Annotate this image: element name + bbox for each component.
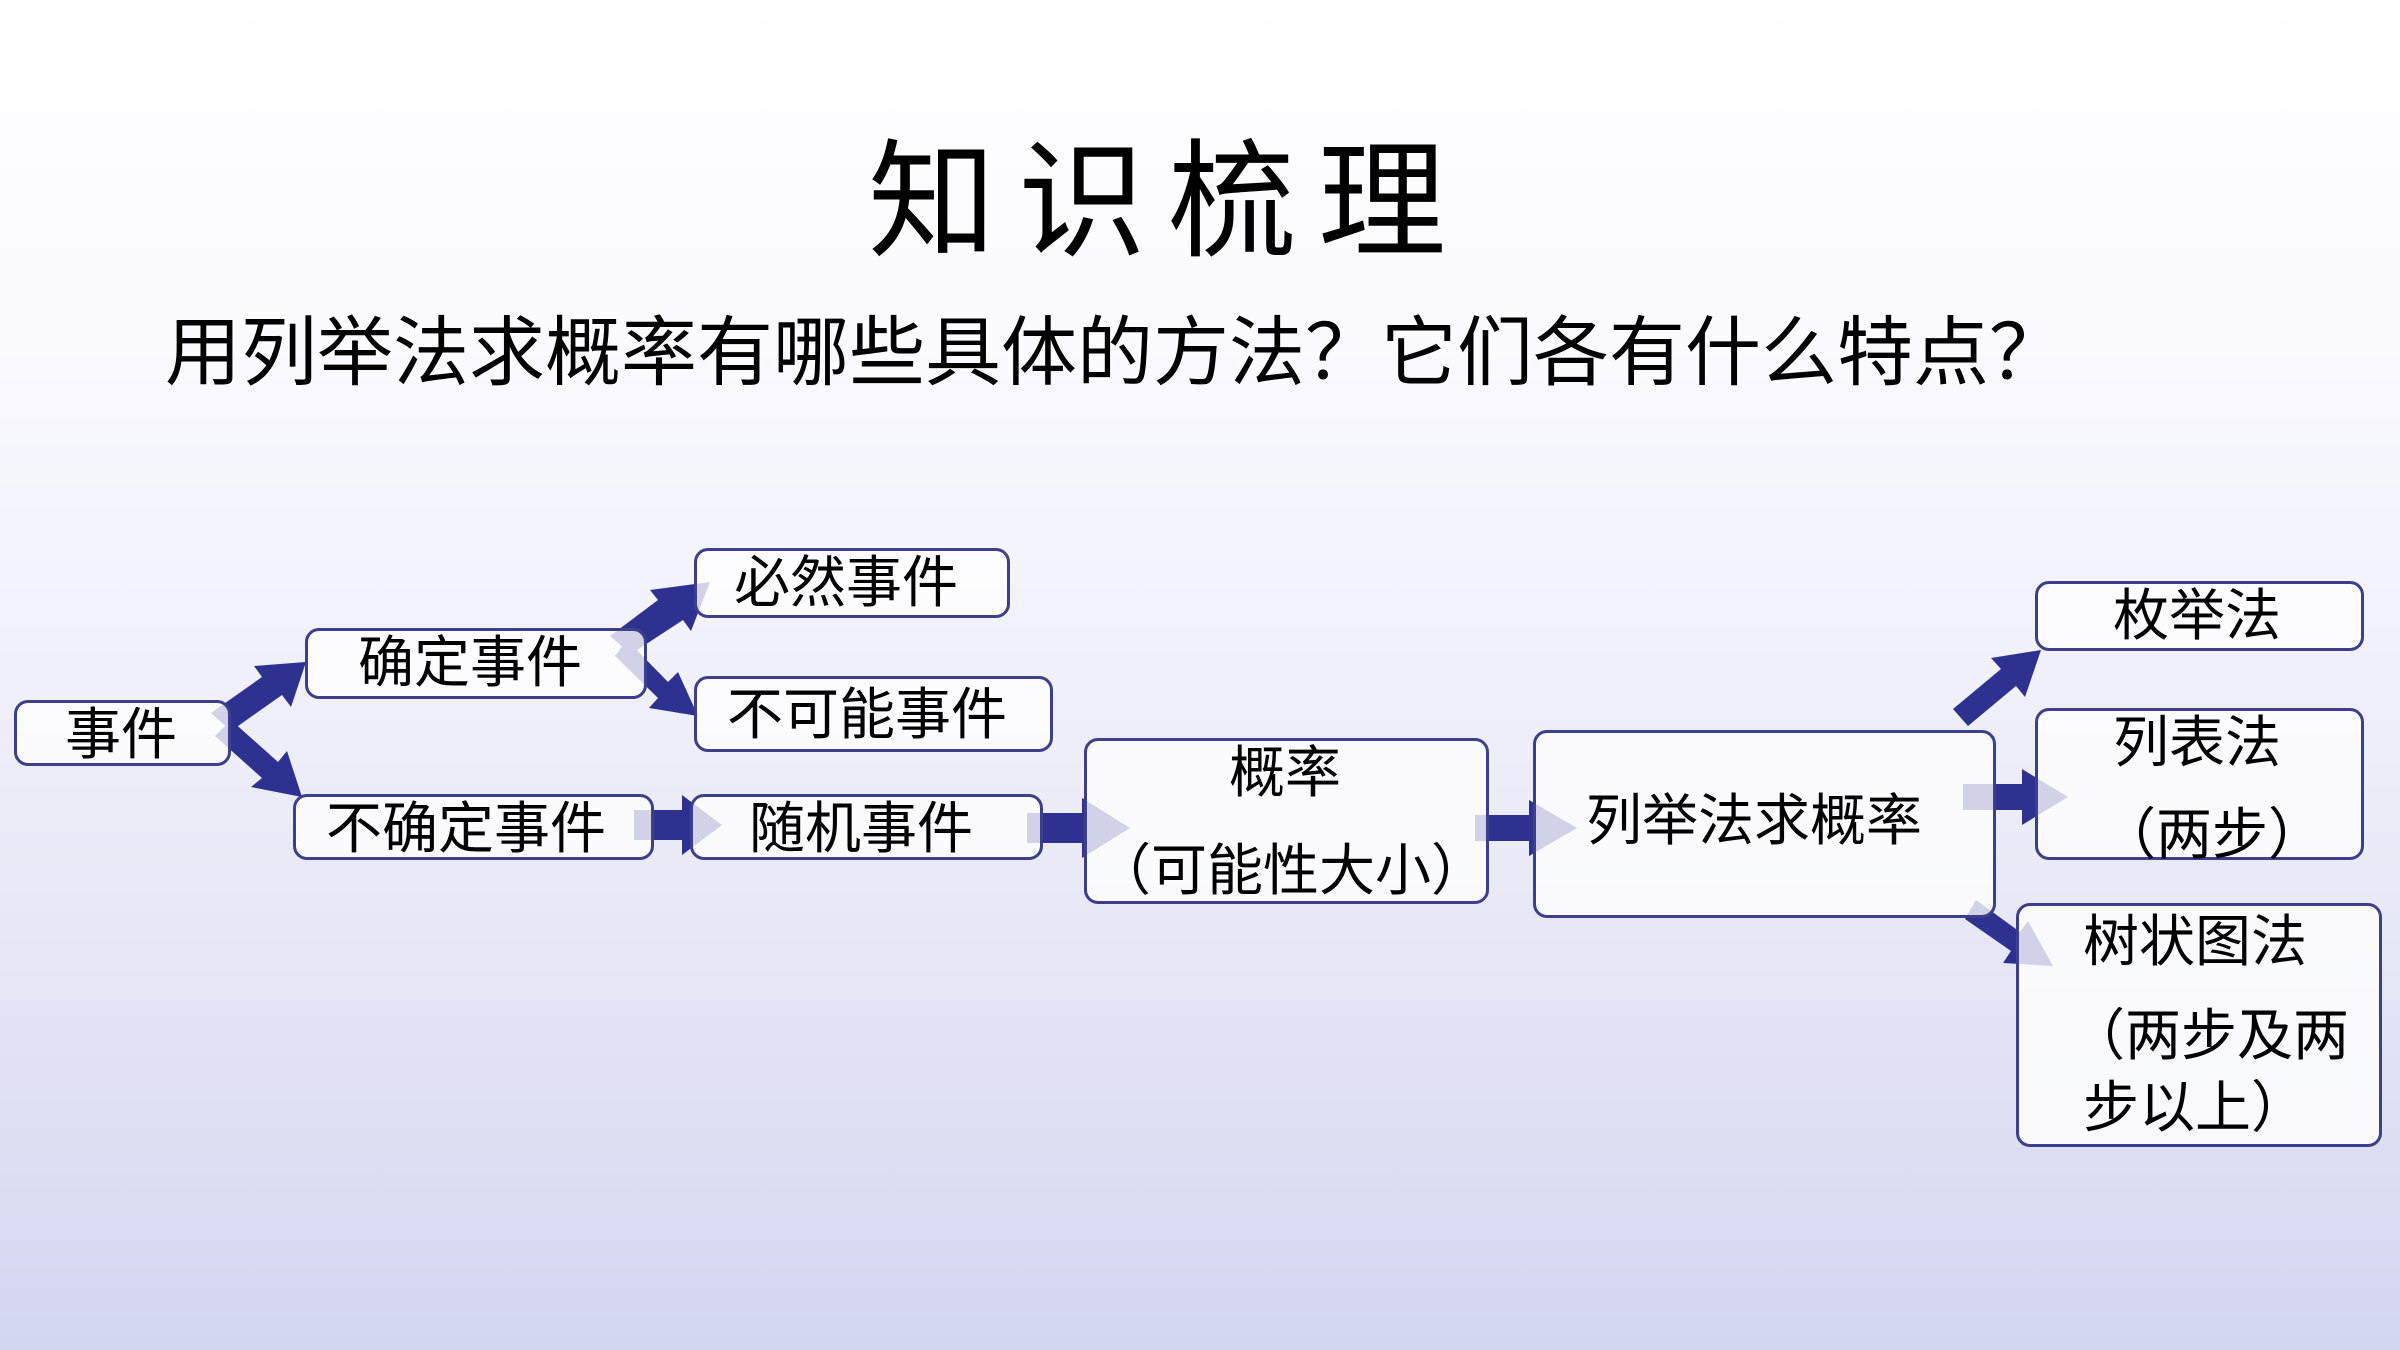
node-impossible-event: 不可能事件 [694, 676, 1053, 752]
node-table-method-line2: （两步） [2100, 803, 2324, 868]
node-enumeration-probability-label: 列举法求概率 [1586, 789, 1922, 854]
node-enumerate-method-label: 枚举法 [2113, 584, 2281, 649]
node-event-label: 事件 [65, 703, 177, 768]
node-impossible-event-label: 不可能事件 [727, 683, 1007, 748]
slide-title: 知识梳理 [867, 128, 1468, 277]
node-tree-method-line2: （两步及两 [2069, 1004, 2349, 1069]
arrow-enumeration-to-enumerate [1953, 650, 2041, 726]
node-random-event: 随机事件 [690, 794, 1043, 862]
node-enumeration-probability: 列举法求概率 [1533, 730, 1996, 918]
arrow-event-to-uncertain [215, 720, 302, 797]
node-enumerate-method: 枚举法 [2035, 581, 2364, 651]
node-uncertain-event: 不确定事件 [293, 794, 654, 862]
node-inevitable-event: 必然事件 [694, 548, 1010, 618]
arrow-event-to-certain [211, 662, 306, 731]
slide-question: 用列举法求概率有哪些具体的方法？它们各有什么特点？ [165, 308, 2065, 397]
node-random-event-label: 随机事件 [749, 797, 973, 862]
node-tree-method-line1: 树状图法 [2083, 910, 2307, 975]
node-uncertain-event-label: 不确定事件 [326, 797, 606, 862]
node-tree-method-line3: 步以上） [2083, 1076, 2307, 1141]
node-certain-event: 确定事件 [305, 628, 647, 699]
node-table-method: 列表法 （两步） [2035, 708, 2364, 868]
node-certain-event-label: 确定事件 [358, 631, 582, 696]
node-probability-line1: 概率 [1229, 741, 1341, 806]
node-tree-method: 树状图法 （两步及两 步以上） [2016, 903, 2382, 1147]
node-probability-line2: （可能性大小） [1095, 839, 1487, 904]
node-probability: 概率 （可能性大小） [1084, 738, 1489, 904]
node-event: 事件 [14, 700, 231, 768]
node-table-method-line1: 列表法 [2113, 711, 2281, 776]
node-inevitable-event-label: 必然事件 [734, 551, 958, 616]
